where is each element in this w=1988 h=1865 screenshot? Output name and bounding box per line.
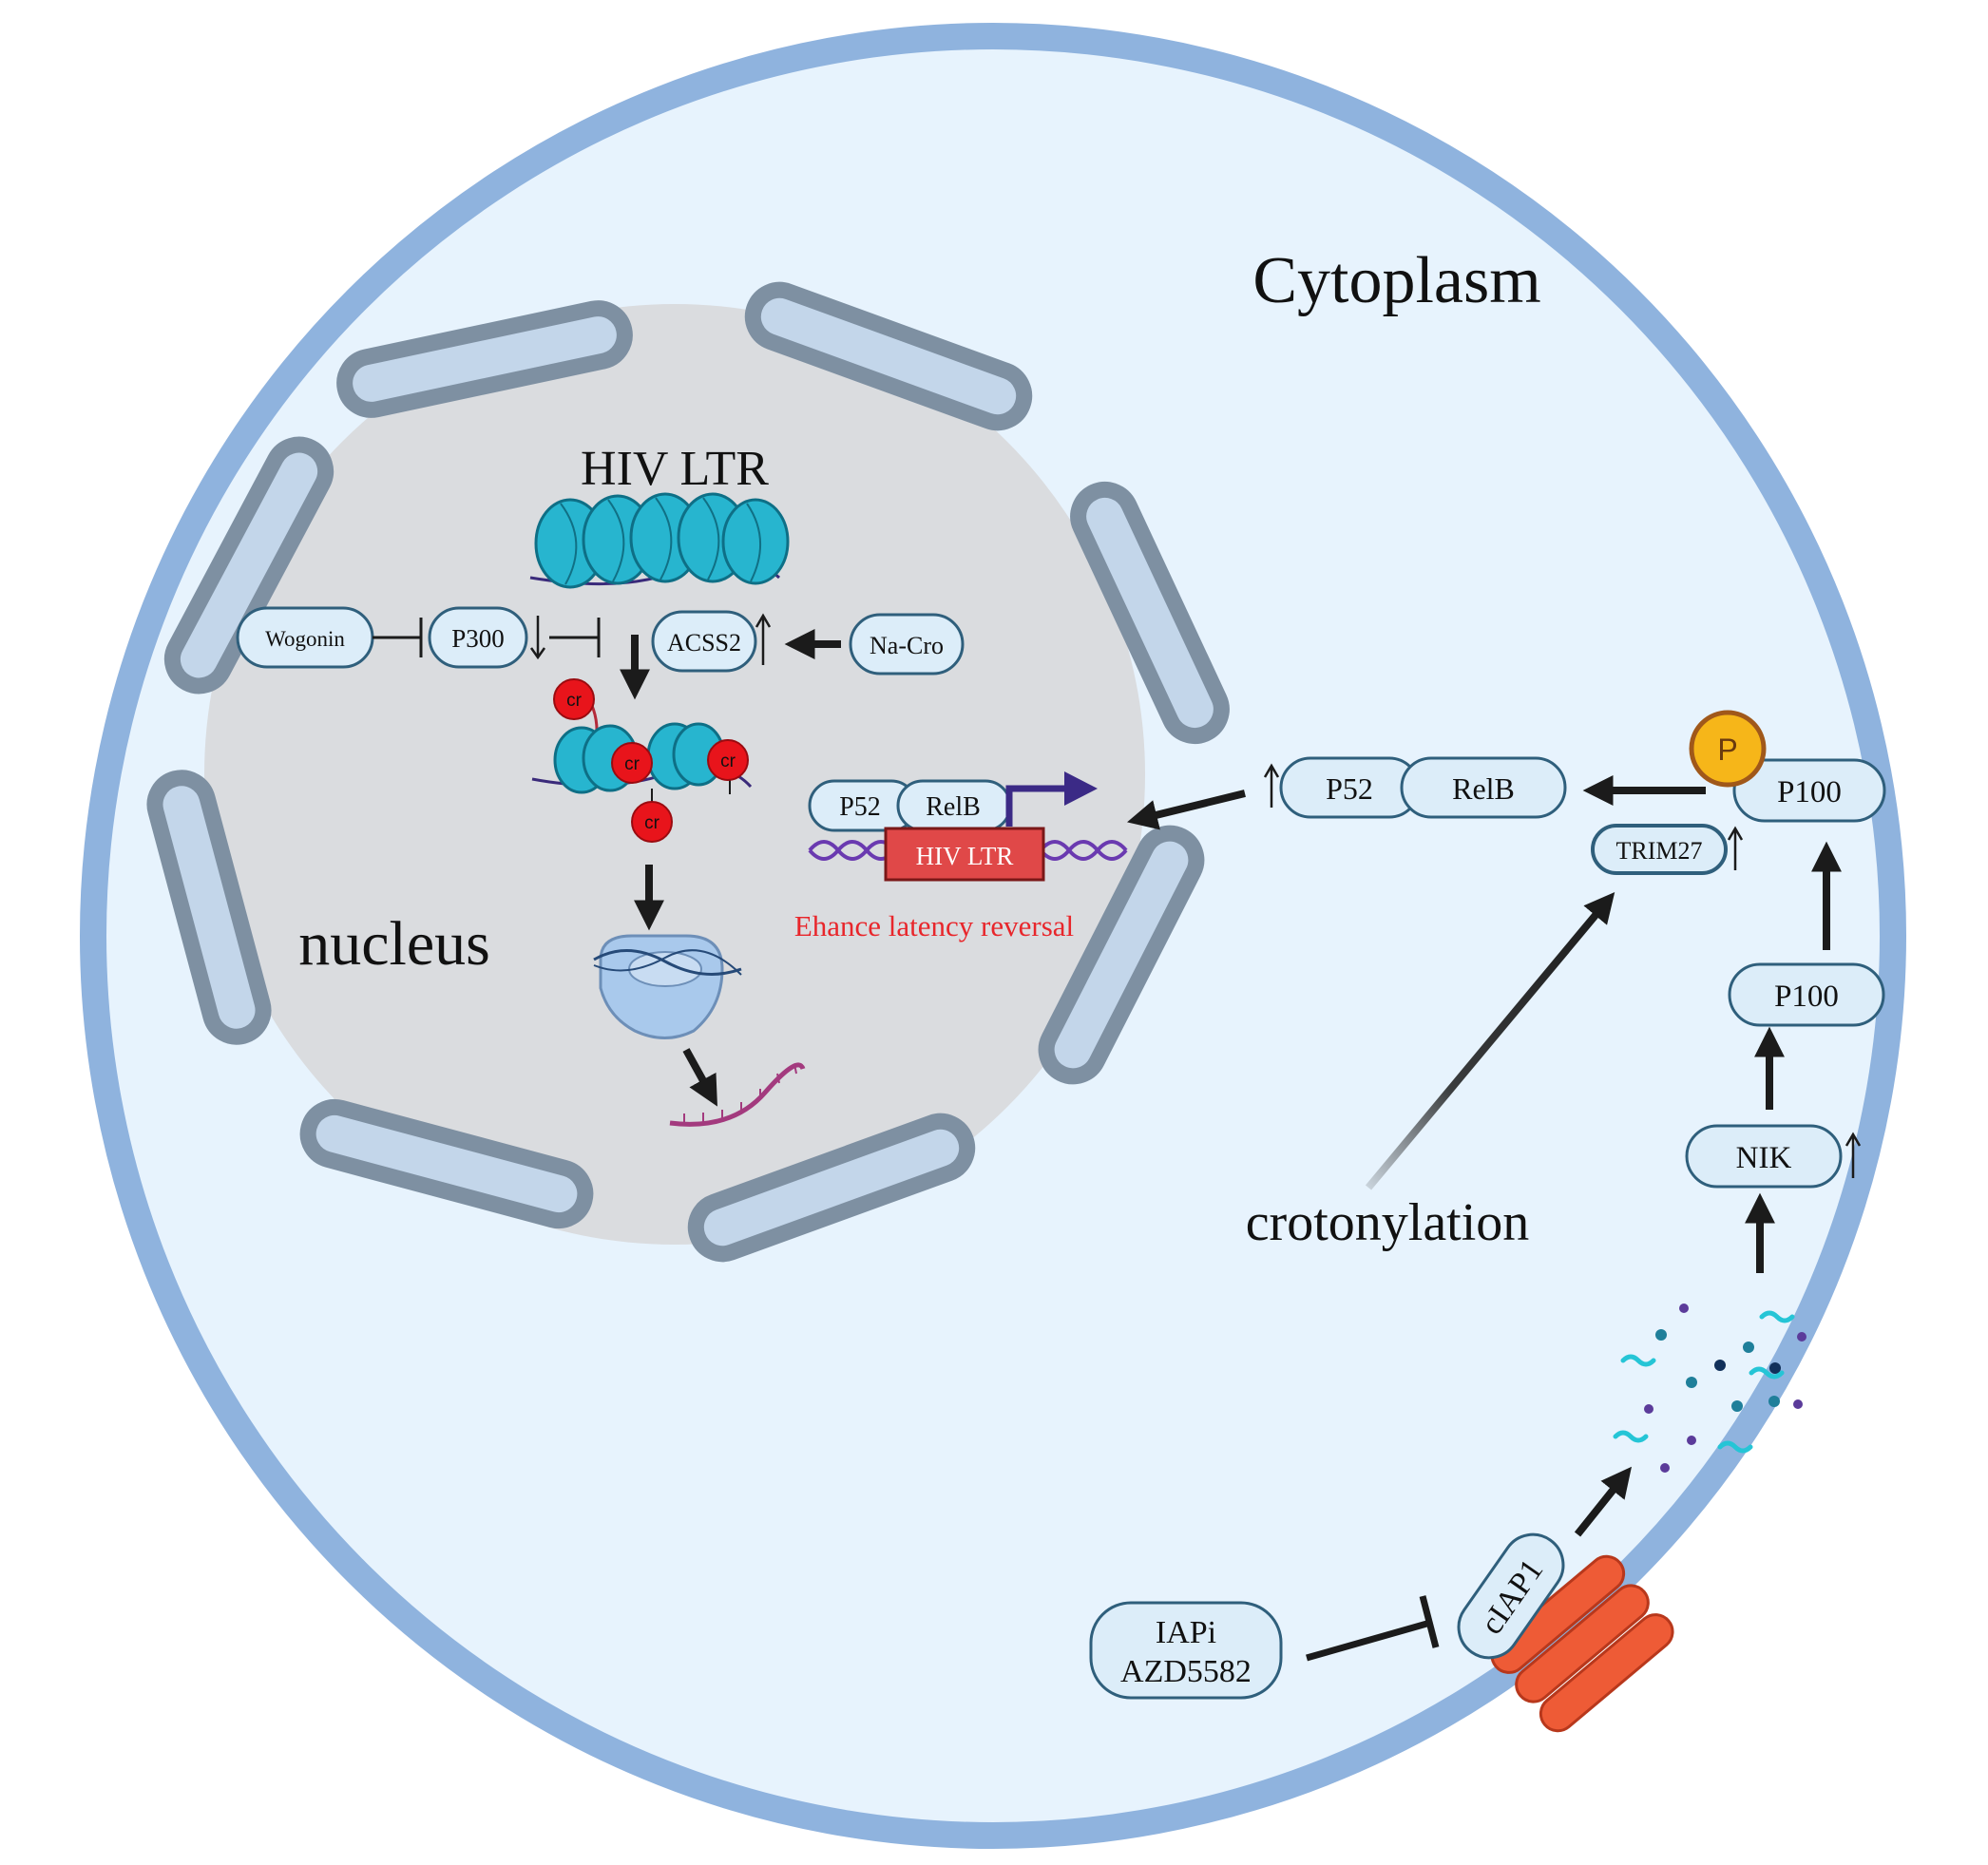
wogonin-node: Wogonin [236,606,374,669]
polymerase-to-rna-arrow [682,1048,717,1107]
envelope-segment [1070,481,1230,745]
cr-mark: cr [553,678,595,720]
enhance-latency-label: Ehance latency reversal [794,909,1074,942]
hiv-ltr-title: HIV LTR [581,442,769,496]
cyto-p52-relb-complex: P52 RelB [1279,756,1567,819]
p100-phospho-node: P100 [1732,758,1886,823]
complex-to-nucleus-arrow [1127,790,1246,830]
p300-down-arrow [529,616,546,660]
rna-polymerase-icon [593,934,742,1039]
envelope-segment [744,281,1033,431]
nik-up-arrow [1845,1132,1862,1178]
cytoplasm-label: Cytoplasm [1252,244,1540,317]
p300-node: P300 [428,606,528,669]
p100-node: P100 [1728,962,1885,1027]
trim27-up-arrow [1727,826,1744,870]
svg-text:P52: P52 [1326,771,1373,806]
svg-text:TRIM27: TRIM27 [1616,837,1703,865]
svg-text:P100: P100 [1774,980,1839,1014]
cr-mark: cr [631,801,673,843]
ciap1-to-degradation-arrow [1574,1466,1632,1537]
crotonylation-to-trim27-arrow [1365,891,1615,1190]
nik-node: NIK [1685,1124,1843,1189]
svg-text:AZD5582: AZD5582 [1120,1654,1252,1689]
svg-text:cr: cr [624,754,640,774]
svg-text:NIK: NIK [1736,1141,1792,1175]
svg-text:RelB: RelB [1452,771,1515,806]
envelope-segment [146,770,272,1045]
envelope-segment [299,1098,594,1229]
trim27-node: TRIM27 [1591,824,1728,875]
crotonyl-marks: cr cr cr cr [553,678,749,843]
svg-text:Na-Cro: Na-Cro [870,632,944,659]
nuclear-envelope [146,281,1230,1263]
acss2-up-arrow [755,613,772,665]
envelope-segment [687,1113,976,1263]
svg-text:P: P [1717,733,1737,767]
receptor-icon [1490,1554,1674,1733]
svg-text:P52: P52 [839,792,881,822]
crotonylation-label: crotonylation [1246,1193,1530,1252]
svg-text:Wogonin: Wogonin [265,627,345,651]
ltr-dna-helix [808,840,1128,861]
transcription-start-arrow [1005,771,1098,827]
nucleus-label: nucleus [298,909,490,979]
degraded-fragments [1613,1304,1806,1473]
svg-text:ACSS2: ACSS2 [667,629,741,657]
p52-relb-up-arrow [1263,763,1280,808]
nuclear-p52-relb-complex: P52 RelB [808,779,1012,832]
envelope-segment [163,436,335,695]
acss2-node: ACSS2 [651,610,757,673]
envelope-segment [1038,825,1205,1085]
svg-text:cr: cr [720,752,736,771]
svg-text:P300: P300 [451,624,505,653]
iapi-azd5582-node: IAPi AZD5582 [1089,1601,1283,1700]
svg-text:P100: P100 [1777,775,1842,809]
svg-text:cr: cr [644,813,660,833]
envelope-segment [336,300,633,418]
chromatin-nucleosomes [529,492,790,589]
svg-text:IAPi: IAPi [1156,1615,1216,1650]
cr-mark: cr [707,739,749,781]
svg-text:HIV LTR: HIV LTR [916,842,1014,870]
iapi-inhibits-ciap1 [1306,1619,1431,1662]
mrna-icon [669,1062,806,1127]
svg-text:cr: cr [566,691,583,711]
nacro-node: Na-Cro [849,613,965,676]
phosphate-badge: P [1689,710,1767,788]
hiv-ltr-box: HIV LTR [884,827,1045,882]
cr-mark: cr [611,742,653,784]
svg-text:RelB: RelB [926,792,981,822]
